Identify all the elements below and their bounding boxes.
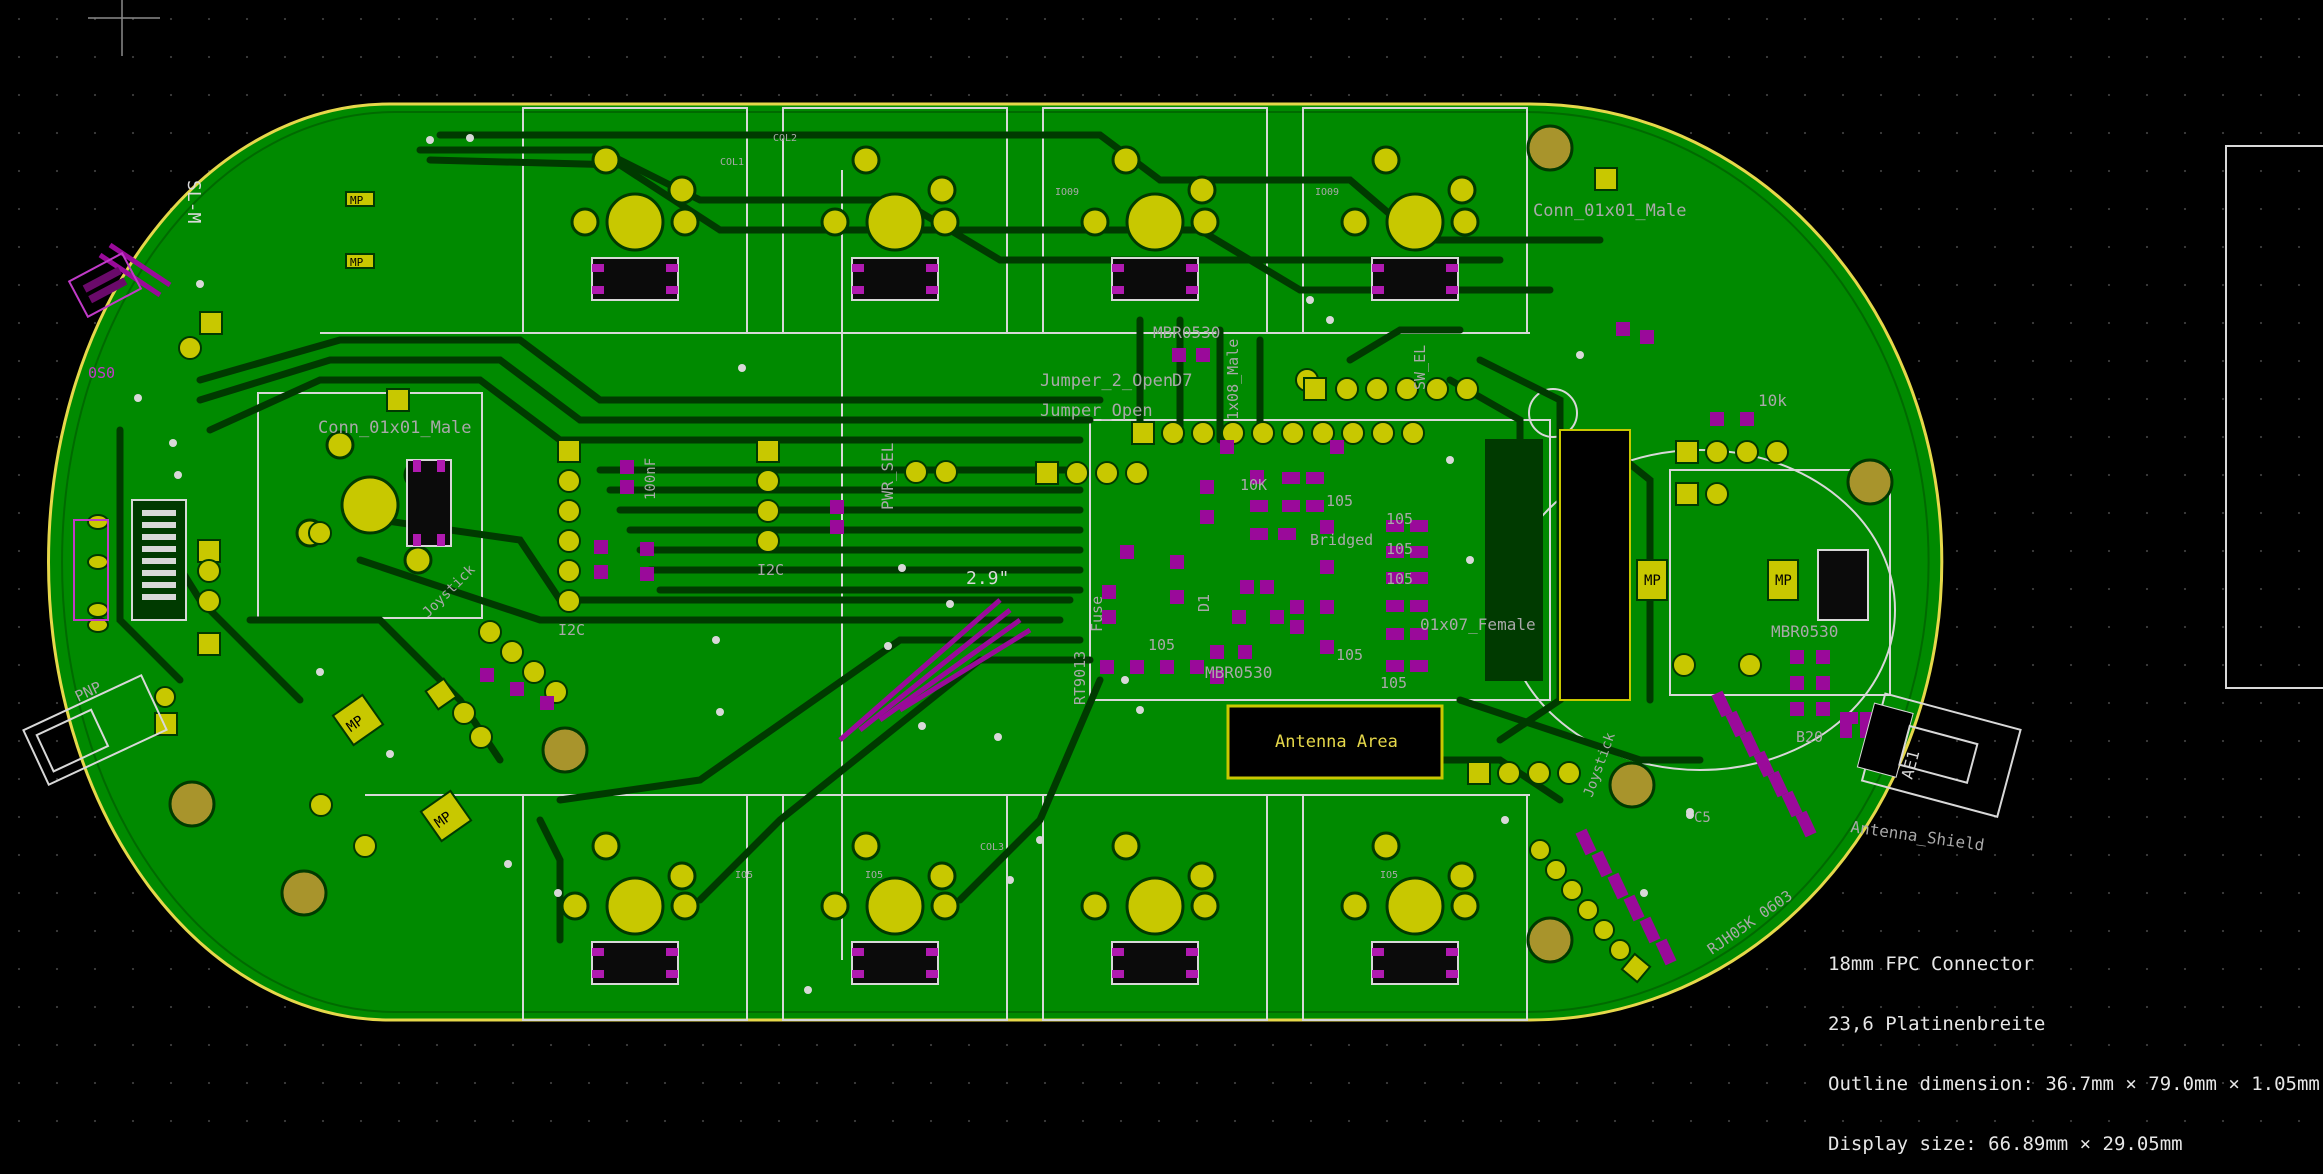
- label-io5-c: IO5: [1380, 870, 1398, 881]
- label-c5: C5: [1694, 810, 1711, 826]
- label-105-b: 105: [1386, 510, 1413, 528]
- label-col2: COL2: [773, 133, 797, 144]
- label-105-a: 105: [1326, 492, 1353, 510]
- label-10k: 10k: [1758, 391, 1787, 410]
- label-105-f: 105: [1336, 646, 1363, 664]
- label-jumper2: Jumper_2_Open: [1040, 371, 1173, 391]
- label-105-d: 105: [1386, 570, 1413, 588]
- label-105-g: 105: [1380, 674, 1407, 692]
- origin-crosshair-icon: [88, 0, 160, 56]
- label-conn-left: Conn_01x01_Male: [318, 418, 472, 438]
- label-i2c-b: I2C: [757, 561, 784, 579]
- label-mbr-right: MBR0530: [1771, 622, 1838, 641]
- antenna-area-box: [1226, 704, 1444, 780]
- label-mbr-mid: MBR0530: [1205, 663, 1272, 682]
- copper-traces: [116, 131, 1704, 944]
- antenna-connector: [1856, 692, 2022, 818]
- board-notes: 18mm FPC Connector 23,6 Platinenbreite O…: [1828, 914, 2320, 1174]
- label-d1: D1: [1195, 594, 1213, 612]
- back-traces: [98, 242, 1032, 742]
- label-col3: COL3: [980, 842, 1004, 853]
- label-left-pink: 0S0: [88, 364, 115, 382]
- copper-pour: [61, 111, 1930, 1013]
- display-window: [1559, 429, 1631, 701]
- label-antenna-area: Antenna Area: [1275, 732, 1398, 752]
- label-105-c: 105: [1386, 540, 1413, 558]
- switch-pads: [168, 124, 1894, 964]
- label-io5-a: IO5: [735, 870, 753, 881]
- mp-label-1: MP: [1644, 573, 1661, 589]
- label-10k-small: 10K: [1240, 476, 1267, 494]
- label-sl-m: SL-M: [183, 180, 204, 224]
- mp-label-6: MP: [350, 256, 364, 269]
- label-105-e: 105: [1148, 636, 1175, 654]
- mp-label-2: MP: [1775, 573, 1792, 589]
- label-antenna-shield: Antenna_Shield: [1849, 817, 1985, 855]
- label-conn-top-right: Conn_01x01_Male: [1533, 201, 1687, 221]
- label-jumper-open: Jumper_Open: [1040, 401, 1153, 421]
- note-display: Display size: 66.89mm × 29.05mm: [1828, 1133, 2183, 1155]
- label-rt9013: RT9013: [1071, 651, 1089, 705]
- label-i2c-a: I2C: [558, 621, 585, 639]
- label-pwr-sel: PWR_SEL: [878, 443, 897, 510]
- label-1x08-male: 1x08_Male: [1224, 339, 1242, 420]
- mp-label-3: MP: [344, 713, 367, 736]
- label-io09-a: IO09: [1055, 187, 1079, 198]
- component-pads: MP MP MP MP MP MP: [154, 167, 1872, 984]
- label-dim-2-9: 2.9": [966, 568, 1009, 589]
- led-footprints: [406, 257, 1869, 985]
- left-connectors: [22, 251, 187, 786]
- key-footprints-top: [257, 107, 1896, 1021]
- label-b20: B20: [1796, 728, 1823, 746]
- note-fpc: 18mm FPC Connector: [1828, 953, 2034, 975]
- label-100nf: 100nF: [643, 458, 659, 500]
- note-outline: Outline dimension: 36.7mm × 79.0mm × 1.0…: [1828, 1073, 2320, 1095]
- label-io09-b: IO09: [1315, 187, 1339, 198]
- mp-label-5: MP: [350, 194, 364, 207]
- label-mbr-top: MBR0530: [1153, 323, 1220, 342]
- label-fuse: Fuse: [1088, 596, 1106, 632]
- mp-label-4: MP: [432, 809, 455, 832]
- label-col1: COL1: [720, 157, 744, 168]
- label-bridged: Bridged: [1310, 531, 1373, 549]
- display-outline: [2225, 145, 2323, 689]
- label-d7: D7: [1172, 371, 1192, 391]
- label-io5-b: IO5: [865, 870, 883, 881]
- label-conn-female: 01x07_Female: [1420, 615, 1536, 634]
- vias: [134, 134, 1694, 994]
- note-width: 23,6 Platinenbreite: [1828, 1013, 2046, 1035]
- label-sw-el: SW_EL: [1411, 345, 1429, 390]
